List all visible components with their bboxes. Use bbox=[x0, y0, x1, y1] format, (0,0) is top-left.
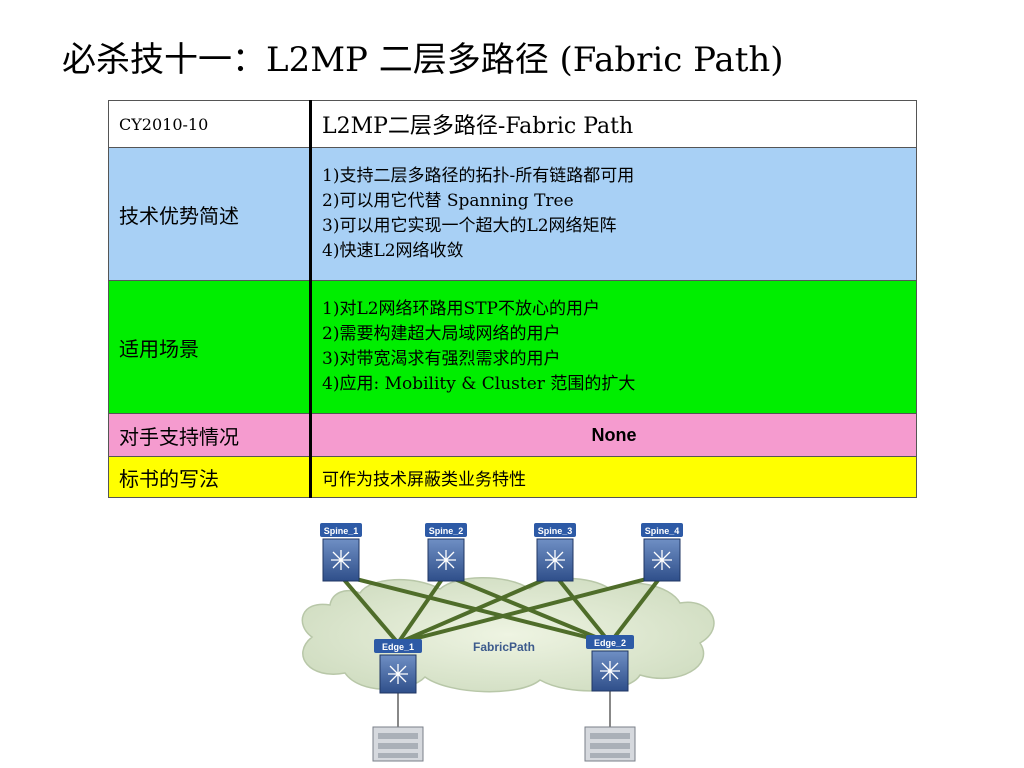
label-tab bbox=[320, 523, 362, 537]
edge-label: Edge_1 bbox=[382, 642, 414, 652]
server-1 bbox=[372, 726, 424, 762]
topology-svg: FabricPath Spine_1 Spine_2 Spine_3 Spine… bbox=[301, 523, 715, 762]
feature-table: CY2010-10 L2MP二层多路径-Fabric Path 技术优势简述 1… bbox=[108, 100, 917, 498]
feature-code: CY2010-10 bbox=[108, 100, 312, 148]
table-row-scenarios: 适用场景 1)对L2网络环路用STP不放心的用户 2)需要构建超大局域网络的用户… bbox=[108, 280, 917, 414]
spine-1: Spine_1 bbox=[320, 523, 362, 582]
server-2 bbox=[584, 726, 636, 762]
link-spine4-edge2 bbox=[608, 573, 664, 645]
list-item: 2)需要构建超大局域网络的用户 bbox=[322, 324, 561, 344]
table-row-bid: 标书的写法 可作为技术屏蔽类业务特性 bbox=[108, 456, 917, 498]
list-item: 1)对L2网络环路用STP不放心的用户 bbox=[322, 299, 600, 319]
competitors-label: 对手支持情况 bbox=[108, 413, 312, 457]
table-row-advantages: 技术优势简述 1)支持二层多路径的拓扑-所有链路都可用 2)可以用它代替 Spa… bbox=[108, 147, 917, 281]
edge-2: Edge_2 bbox=[586, 635, 634, 692]
bid-value: 可作为技术屏蔽类业务特性 bbox=[310, 456, 917, 498]
scenarios-list: 1)对L2网络环路用STP不放心的用户 2)需要构建超大局域网络的用户 3)对带… bbox=[310, 280, 917, 414]
label-tab bbox=[425, 523, 467, 537]
label-tab bbox=[586, 635, 634, 649]
spine-label: Spine_4 bbox=[645, 526, 680, 536]
advantages-label: 技术优势简述 bbox=[108, 147, 312, 281]
scenarios-label: 适用场景 bbox=[108, 280, 312, 414]
edge-label: Edge_2 bbox=[594, 638, 626, 648]
slide-title: 必杀技十一：L2MP 二层多路径 (Fabric Path) bbox=[62, 40, 784, 80]
list-item: 2)可以用它代替 Spanning Tree bbox=[322, 191, 574, 211]
table-row-header: CY2010-10 L2MP二层多路径-Fabric Path bbox=[108, 100, 917, 148]
label-tab bbox=[374, 639, 422, 653]
list-item: 3)可以用它实现一个超大的L2网络矩阵 bbox=[322, 216, 617, 236]
fabricpath-label: FabricPath bbox=[473, 640, 535, 654]
server-links bbox=[397, 690, 611, 727]
link-spine1-edge2 bbox=[338, 573, 612, 645]
competitors-value: None bbox=[310, 413, 917, 457]
advantages-list: 1)支持二层多路径的拓扑-所有链路都可用 2)可以用它代替 Spanning T… bbox=[310, 147, 917, 281]
spine-label: Spine_2 bbox=[429, 526, 464, 536]
link-spine3-edge2 bbox=[553, 573, 612, 645]
fabric-links bbox=[338, 573, 664, 645]
fabricpath-topology-diagram: FabricPath Spine_1 Spine_2 Spine_3 Spine… bbox=[290, 515, 730, 768]
list-item: 4)快速L2网络收敛 bbox=[322, 241, 464, 261]
edge-1: Edge_1 bbox=[374, 639, 422, 694]
list-item: 3)对带宽渴求有强烈需求的用户 bbox=[322, 349, 561, 369]
spine-label: Spine_3 bbox=[538, 526, 573, 536]
spine-2: Spine_2 bbox=[425, 523, 467, 582]
spine-3: Spine_3 bbox=[534, 523, 576, 582]
label-tab bbox=[641, 523, 683, 537]
label-tab bbox=[534, 523, 576, 537]
spine-4: Spine_4 bbox=[641, 523, 683, 582]
bid-label: 标书的写法 bbox=[108, 456, 312, 498]
link-spine2-edge1 bbox=[396, 573, 447, 645]
feature-name: L2MP二层多路径-Fabric Path bbox=[310, 100, 917, 148]
link-spine1-edge1 bbox=[338, 573, 400, 645]
list-item: 1)支持二层多路径的拓扑-所有链路都可用 bbox=[322, 166, 635, 186]
list-item: 4)应用: Mobility & Cluster 范围的扩大 bbox=[322, 374, 636, 394]
spine-label: Spine_1 bbox=[324, 526, 359, 536]
network-switch-icon bbox=[536, 538, 574, 582]
table-row-competitors: 对手支持情况 None bbox=[108, 413, 917, 457]
link-spine2-edge2 bbox=[443, 573, 612, 645]
